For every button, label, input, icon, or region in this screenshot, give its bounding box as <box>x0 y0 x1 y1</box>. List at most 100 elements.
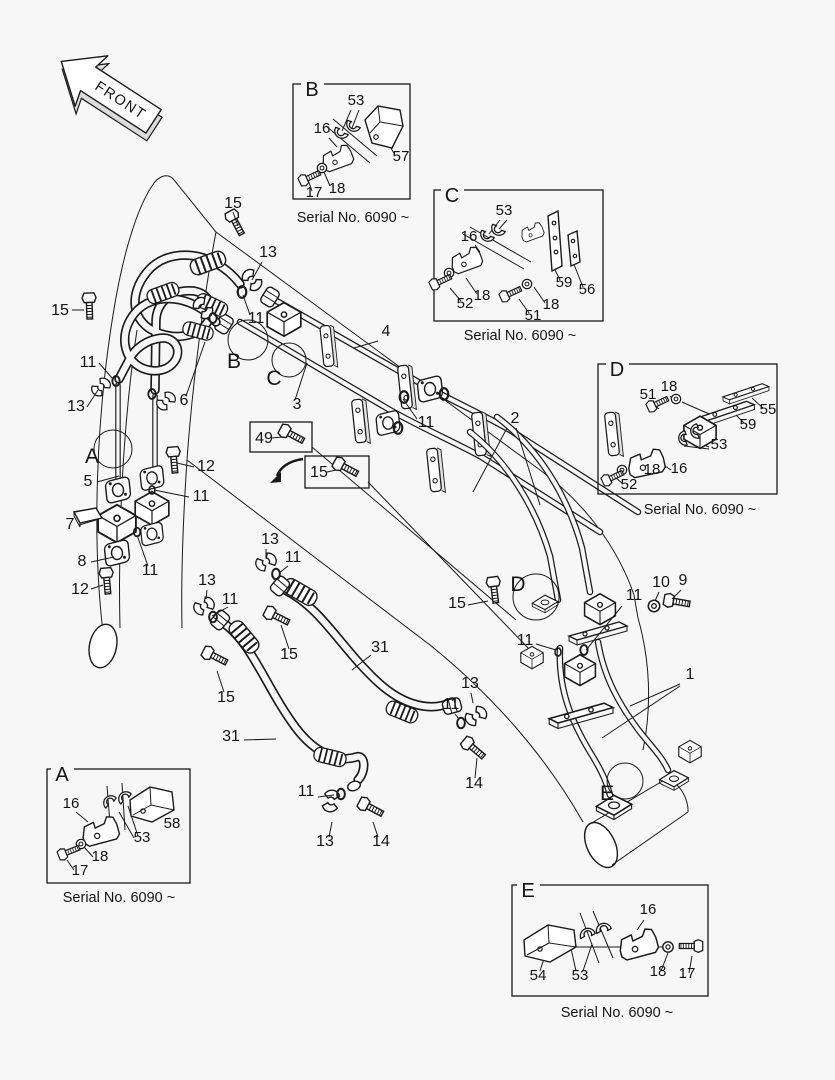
pipe-flange <box>416 374 444 404</box>
detail-box-e: E 16 54 53 18 17 Serial No. 6090 ~ <box>511 878 709 1021</box>
part-label-11: 11 <box>418 414 435 431</box>
plate-56 <box>567 229 581 268</box>
box-e-label-18: 18 <box>650 963 667 980</box>
box-d-label-55: 55 <box>760 401 777 418</box>
washer-18 <box>670 393 682 405</box>
main-part-labels: 15 13 15 11 13 6 3 4 11 2 11 5 12 11 7 8… <box>51 195 694 850</box>
ref-letter-a: A <box>85 445 99 468</box>
part-label-31: 31 <box>371 639 389 656</box>
part-label-1: 1 <box>686 666 695 683</box>
box-c-label-51: 51 <box>525 307 542 324</box>
pipe-clamp-bar <box>425 446 447 495</box>
detail-box-d-letter: D <box>610 359 624 381</box>
pipe-clamp-bar <box>350 397 372 446</box>
manifold-block <box>678 739 702 764</box>
part-label-11: 11 <box>248 310 265 327</box>
reference-circles: A B C D E <box>85 319 644 805</box>
bolt-15 <box>81 292 98 320</box>
box-a-label-16: 16 <box>63 795 80 812</box>
ref-letter-e: E <box>600 782 614 805</box>
box-c-label-18: 18 <box>543 296 560 313</box>
box-c-label-56: 56 <box>579 281 596 298</box>
box-c-label-53: 53 <box>496 202 513 219</box>
clamp-half-53 <box>331 123 350 142</box>
bolt-49 <box>276 421 308 448</box>
bolt-14 <box>458 734 489 763</box>
pipe-block <box>266 301 302 338</box>
part-label-11: 11 <box>193 488 210 505</box>
part-label-6: 6 <box>180 392 189 409</box>
detail-box-a-caption: Serial No. 6090 ~ <box>63 890 175 906</box>
part-label-8: 8 <box>78 553 87 570</box>
clamp-half-53 <box>101 793 119 809</box>
ref-letter-c: C <box>266 367 281 390</box>
bolt-12 <box>98 566 116 596</box>
box-d-label-18: 18 <box>661 378 678 395</box>
part-label-12: 12 <box>197 458 215 475</box>
bolt-17 <box>678 939 704 953</box>
bolt-52 <box>427 270 454 293</box>
part-label-13: 13 <box>198 572 216 589</box>
part-label-13: 13 <box>461 675 479 692</box>
box-d-label-59: 59 <box>740 416 757 433</box>
part-label-15: 15 <box>224 195 242 212</box>
part-label-31: 31 <box>222 728 240 745</box>
flange-halves-13 <box>317 786 345 816</box>
bolt-15 <box>484 575 504 605</box>
box-a-label-53: 53 <box>134 829 151 846</box>
part-label-11: 11 <box>80 354 97 371</box>
box-e-label-16: 16 <box>640 901 657 918</box>
bolt-14 <box>355 794 387 821</box>
part-label-11: 11 <box>443 696 460 713</box>
part-label-11: 11 <box>298 783 315 800</box>
callout-box-49: 49 <box>249 421 313 453</box>
hose-sleeve <box>225 617 263 657</box>
box-c-label-16: 16 <box>461 228 478 245</box>
part-label-3: 3 <box>293 396 302 413</box>
detail-box-b-caption: Serial No. 6090 ~ <box>297 210 409 226</box>
box-c-label-18: 18 <box>474 287 491 304</box>
box-b-label-16: 16 <box>314 120 331 137</box>
detail-box-a-letter: A <box>55 764 69 786</box>
part-label-13: 13 <box>316 833 334 850</box>
curved-arrow <box>275 457 304 477</box>
pipe-clamp-bar <box>603 410 625 459</box>
bracket-57 <box>364 105 404 149</box>
box-d-label-18: 18 <box>644 461 661 478</box>
part-label-2: 2 <box>511 410 520 427</box>
manifold-flange <box>531 594 559 614</box>
detail-box-c: C 53 16 59 56 52 18 18 51 Serial No. 609… <box>427 183 604 344</box>
part-label-15: 15 <box>448 595 466 612</box>
box-b-label-53: 53 <box>348 92 365 109</box>
part-label-9: 9 <box>679 572 688 589</box>
detail-box-b: B 53 16 57 18 17 Serial No. 6090 ~ <box>292 77 411 226</box>
callout-leader-lines <box>311 446 531 651</box>
ref-letter-b: B <box>227 350 241 373</box>
callout-label-49: 49 <box>255 430 273 447</box>
box-a-label-18: 18 <box>92 848 109 865</box>
part-label-11: 11 <box>285 549 302 566</box>
curved-arrow-head <box>270 472 281 483</box>
flange-halves-13 <box>88 374 114 400</box>
part-label-5: 5 <box>84 473 93 490</box>
bolt-9 <box>662 591 692 612</box>
pipes-3-4 <box>212 284 638 532</box>
box-c-label-52: 52 <box>457 295 474 312</box>
detail-box-c-caption: Serial No. 6090 ~ <box>464 328 576 344</box>
o-ring-11 <box>456 716 466 730</box>
washer-18 <box>662 941 674 953</box>
box-d-label-53: 53 <box>711 436 728 453</box>
part-label-15: 15 <box>51 302 69 319</box>
hose-port <box>347 780 361 792</box>
detail-box-e-letter: E <box>521 880 534 902</box>
bolt-12 <box>165 445 183 475</box>
o-ring-11 <box>271 567 281 581</box>
part-label-13: 13 <box>261 531 279 548</box>
box-b-label-57: 57 <box>393 148 410 165</box>
part-label-15: 15 <box>280 646 298 663</box>
pipe-foot-flange <box>658 769 690 792</box>
hose-sleeve <box>311 745 349 769</box>
part-label-4: 4 <box>382 323 391 340</box>
box-d-label-51: 51 <box>640 386 657 403</box>
